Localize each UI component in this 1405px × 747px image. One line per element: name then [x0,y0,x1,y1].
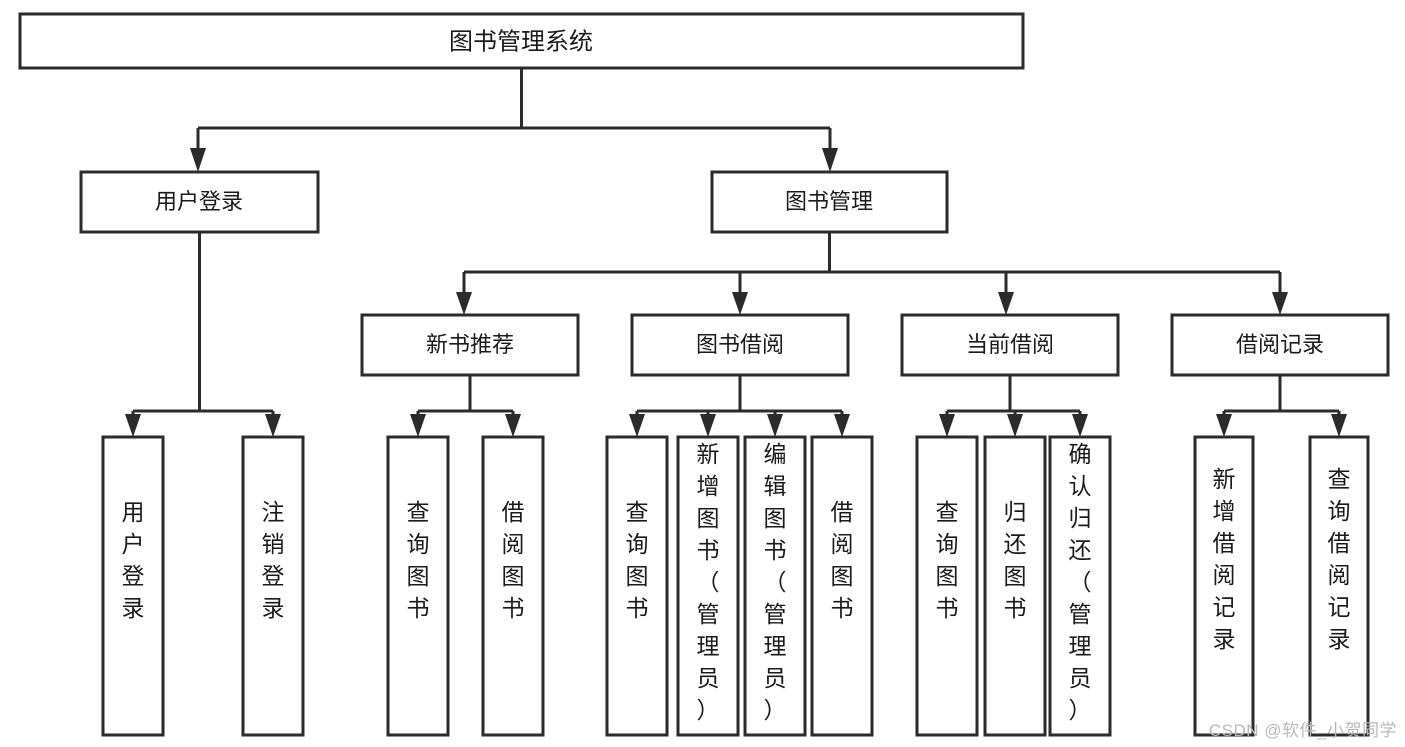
leaf-edit-book-box[interactable] [743,435,807,737]
leaf-query-borrow-record[interactable]: 查询借阅记录 [1308,435,1370,737]
arrowhead-to-book-manage [822,148,838,172]
leaf-confirm-return-box[interactable] [1048,435,1112,737]
node-book-manage-label: 图书管理 [785,189,873,214]
arrowhead-leaf-user-login [125,414,141,437]
arrowhead-leaf-return-book [1007,414,1023,437]
node-current-borrow-box[interactable] [900,313,1120,377]
node-borrow-record-label: 借阅记录 [1236,332,1324,357]
arrowhead-leaf-borrow-book-1 [505,414,521,437]
leaf-edit-book-label: 编辑图书（管理员） [764,441,787,723]
leaf-borrow-book-recommend-label: 借阅图书 [502,499,525,621]
leaf-query-book-borrow-label: 查询图书 [626,499,649,621]
node-new-book-recommend-box[interactable] [360,313,580,377]
arrowhead-leaf-confirm-return [1072,414,1088,437]
node-book-manage-box[interactable] [710,170,949,234]
arrowhead-to-borrow-record [1272,292,1288,315]
leaf-edit-book[interactable]: 编辑图书（管理员） [743,435,807,737]
arrowhead-leaf-query-book-2 [629,414,645,437]
leaf-borrow-book-recommend-box[interactable] [481,435,545,737]
leaf-add-book-label: 新增图书（管理员） [697,441,720,723]
node-new-book-recommend-label: 新书推荐 [426,332,514,357]
node-user-login[interactable]: 用户登录 [79,170,320,234]
node-current-borrow[interactable]: 当前借阅 [900,313,1120,377]
leaf-return-book-label: 归还图书 [1004,499,1027,621]
leaf-confirm-return-label: 确认归还（管理员） [1069,441,1092,723]
edge-newbook-trunk [416,375,515,425]
leaf-logout-label: 注销登录 [262,499,285,621]
edge-bookmanage-trunk [462,232,1282,300]
node-user-login-label: 用户登录 [155,189,243,214]
arrowhead-to-new-book [456,292,472,315]
node-root-label: 图书管理系统 [449,28,593,55]
leaf-add-book-box[interactable] [676,435,740,737]
node-book-borrow-label: 图书借阅 [696,332,784,357]
arrowhead-leaf-edit-book [767,414,783,437]
arrowhead-to-user-login [190,148,206,172]
edge-bookborrow-trunk [635,375,844,425]
leaf-user-login[interactable]: 用户登录 [101,435,165,737]
node-new-book-recommend[interactable]: 新书推荐 [360,313,580,377]
leaf-return-book[interactable]: 归还图书 [983,435,1047,737]
leaf-logout[interactable]: 注销登录 [241,435,305,737]
arrowhead-leaf-add-book [700,414,716,437]
node-book-borrow-box[interactable] [630,313,850,377]
leaf-user-login-box[interactable] [101,435,165,737]
leaf-borrow-book-recommend[interactable]: 借阅图书 [481,435,545,737]
leaf-query-book-borrow[interactable]: 查询图书 [605,435,669,737]
arrowhead-leaf-logout [265,414,281,437]
leaf-query-book-recommend[interactable]: 查询图书 [386,435,450,737]
leaf-query-book-current-label: 查询图书 [936,499,959,621]
node-user-login-box[interactable] [79,170,320,234]
leaf-query-borrow-record-box[interactable] [1308,435,1370,737]
leaf-query-book-recommend-label: 查询图书 [407,499,430,621]
edge-root-trunk [196,68,832,158]
leaf-query-book-current[interactable]: 查询图书 [915,435,979,737]
leaf-add-borrow-record-label: 新增借阅记录 [1213,466,1236,652]
edge-userlogin-trunk [131,232,275,425]
arrowhead-to-current-borrow [998,292,1014,315]
leaf-add-borrow-record-box[interactable] [1193,435,1255,737]
arrowhead-to-book-borrow [732,292,748,315]
leaf-add-book[interactable]: 新增图书（管理员） [676,435,740,737]
leaf-query-book-borrow-box[interactable] [605,435,669,737]
leaf-borrow-book-box[interactable] [810,435,874,737]
edges-layer [125,68,1347,437]
leaf-user-login-label: 用户登录 [122,499,145,621]
node-book-borrow[interactable]: 图书借阅 [630,313,850,377]
arrowhead-leaf-query-book-3 [939,414,955,437]
leaf-query-book-recommend-box[interactable] [386,435,450,737]
node-borrow-record[interactable]: 借阅记录 [1170,313,1390,377]
leaf-query-book-current-box[interactable] [915,435,979,737]
arrowhead-leaf-query-record [1331,414,1347,437]
leaf-return-book-box[interactable] [983,435,1047,737]
arrowhead-leaf-query-book-1 [410,414,426,437]
leaf-logout-box[interactable] [241,435,305,737]
node-borrow-record-box[interactable] [1170,313,1390,377]
leaf-borrow-book-label: 借阅图书 [831,499,854,621]
edge-borrowrecord-trunk [1222,375,1341,425]
node-current-borrow-label: 当前借阅 [966,332,1054,357]
node-root[interactable]: 图书管理系统 [18,12,1025,70]
leaf-confirm-return[interactable]: 确认归还（管理员） [1048,435,1112,737]
arrowhead-leaf-add-record [1216,414,1232,437]
leaf-borrow-book[interactable]: 借阅图书 [810,435,874,737]
leaf-query-borrow-record-label: 查询借阅记录 [1328,466,1351,652]
leaf-add-borrow-record[interactable]: 新增借阅记录 [1193,435,1255,737]
arrowhead-leaf-borrow-book-2 [834,414,850,437]
node-root-box[interactable] [18,12,1025,70]
node-book-manage[interactable]: 图书管理 [710,170,949,234]
